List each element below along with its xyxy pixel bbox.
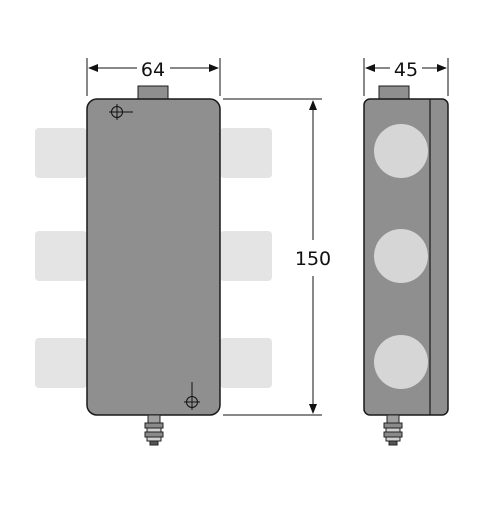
connector-pad-right-middle — [220, 231, 272, 281]
mounting-hole-icon — [109, 104, 133, 120]
connector-pad-right-bottom — [220, 338, 272, 388]
dimension-width-front — [86, 58, 221, 96]
cable-gland-icon — [144, 414, 164, 446]
mounting-hole-icon — [184, 382, 200, 410]
side-connector-bottom — [374, 335, 428, 389]
front-housing — [86, 98, 221, 416]
connector-pad-left-middle — [35, 231, 87, 281]
dimension-width-side — [363, 58, 449, 96]
connector-pad-left-top — [35, 128, 87, 178]
dimension-height — [223, 98, 322, 416]
dimension-label-width-front: 64 — [141, 59, 165, 81]
cable-gland-icon — [383, 414, 403, 446]
dimension-label-height: 150 — [295, 248, 331, 270]
side-top-tab — [378, 85, 410, 101]
side-connector-top — [374, 124, 428, 178]
front-view — [86, 85, 221, 446]
side-connector-middle — [374, 229, 428, 283]
front-top-tab — [137, 85, 169, 101]
connector-pad-left-bottom — [35, 338, 87, 388]
dimension-label-width-side: 45 — [394, 59, 418, 81]
connector-pad-right-top — [220, 128, 272, 178]
connector-pads — [35, 128, 272, 388]
side-view — [363, 85, 449, 446]
